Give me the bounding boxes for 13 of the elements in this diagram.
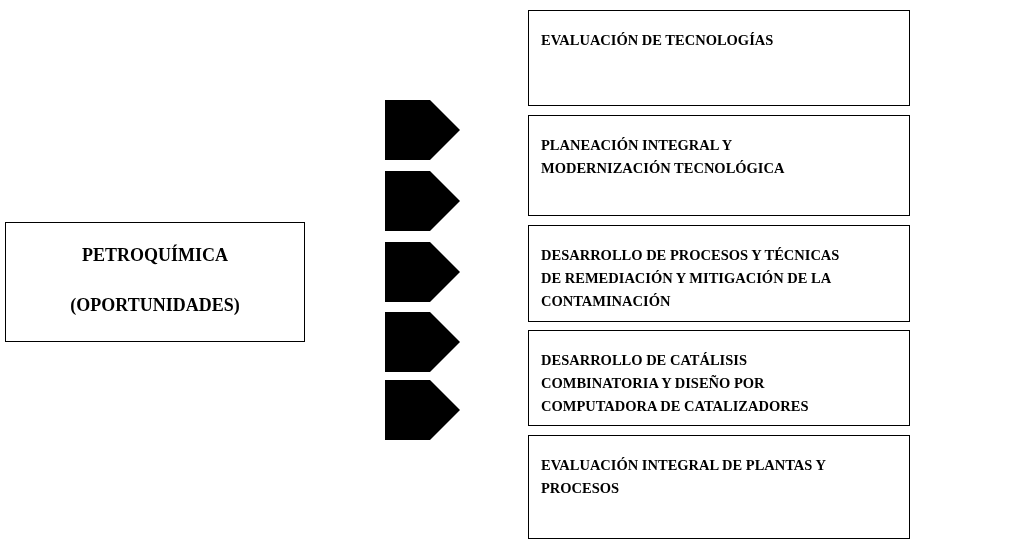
box-text: DESARROLLO DE PROCESOS Y TÉCNICAS DE REMEDIACIÓN Y MITIGACIÓN DE LA CONTAMINACIÓN <box>541 246 841 311</box>
text-box <box>528 115 910 216</box>
text-box <box>528 225 910 322</box>
box-text: EVALUACIÓN DE TECNOLOGÍAS <box>541 31 775 50</box>
box-text: EVALUACIÓN INTEGRAL DE PLANTAS Y PROCESOS <box>541 456 827 498</box>
text-box <box>528 10 910 106</box>
text-box <box>528 330 910 426</box>
text-box <box>528 435 910 539</box>
box-text: DESARROLLO DE CATÁLISIS COMBINATORIA Y DISEÑO POR COMPUTADORA DE CATALIZADORES <box>541 351 810 416</box>
heading: PETROQUÍMICA <box>81 245 229 266</box>
subheading: (OPORTUNIDADES) <box>69 295 241 316</box>
text-box <box>5 222 305 342</box>
box-text: PLANEACIÓN INTEGRAL Y MODERNIZACIÓN TECNOLÓGICA <box>541 136 786 178</box>
